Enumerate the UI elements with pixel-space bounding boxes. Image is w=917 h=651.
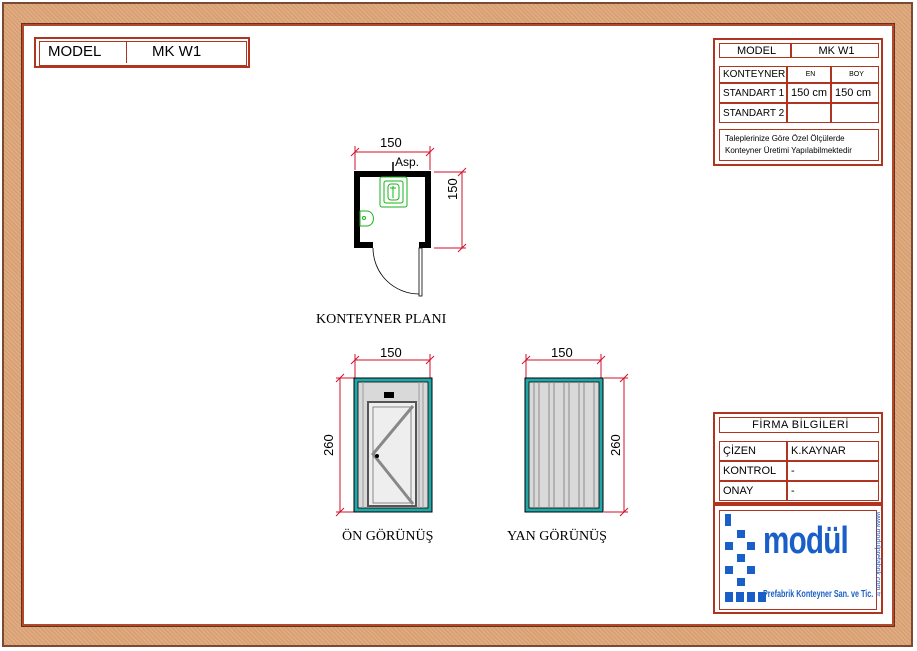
side-caption: YAN GÖRÜNÜŞ — [507, 529, 607, 544]
spec-model-value: MK W1 — [791, 43, 879, 58]
front-width-label: 150 — [380, 345, 402, 360]
plan-door-swing — [372, 247, 420, 295]
model-label: MODEL — [48, 43, 102, 60]
company-logo-block: modül Prefabrik Konteyner San. ve Tic. w… — [713, 504, 883, 614]
spec-header-en: EN — [787, 66, 831, 83]
firma-title: FİRMA BİLGİLERİ — [719, 417, 879, 433]
spec-header-konteyner: KONTEYNER — [719, 66, 787, 83]
model-title-block: MODEL MK W1 — [34, 37, 250, 68]
plan-door-leaf — [418, 247, 423, 297]
side-view — [521, 354, 629, 517]
logo-mark-icon — [725, 514, 766, 602]
side-height-label: 260 — [608, 434, 623, 456]
spec-header-boy: BOY — [831, 66, 879, 83]
firma-cizen-label: ÇİZEN — [719, 441, 787, 461]
plan-walls — [354, 171, 431, 248]
logo-brand-text: modül — [763, 520, 849, 562]
firma-block: FİRMA BİLGİLERİ ÇİZEN K.KAYNAR KONTROL -… — [713, 412, 883, 504]
front-caption: ÖN GÖRÜNÜŞ — [342, 529, 434, 544]
front-view — [335, 354, 435, 517]
front-height-label: 260 — [321, 434, 336, 456]
plan-asp-label: Asp. — [395, 155, 420, 169]
model-value: MK W1 — [152, 43, 202, 60]
spec-row1-label: STANDART 1 — [719, 83, 787, 103]
firma-onay-label: ONAY — [719, 481, 787, 501]
spec-row2-en — [787, 103, 831, 123]
plan-caption: KONTEYNER PLANI — [316, 312, 447, 327]
logo-tagline: Prefabrik Konteyner San. ve Tic. — [763, 589, 874, 600]
firma-kontrol-label: KONTROL — [719, 461, 787, 481]
plan-depth-label: 150 — [445, 178, 460, 200]
washbasin-icon — [359, 210, 374, 227]
firma-onay-value: - — [787, 481, 879, 501]
spec-row1-boy: 150 cm — [831, 83, 879, 103]
spec-row1-en: 150 cm — [787, 83, 831, 103]
plan-width-label: 150 — [380, 135, 402, 150]
front-door-swing-lines — [371, 405, 415, 505]
front-door — [367, 401, 417, 507]
spec-row2-label: STANDART 2 — [719, 103, 787, 123]
plan-view — [350, 146, 467, 297]
firma-cizen-value: K.KAYNAR — [787, 441, 879, 461]
side-width-label: 150 — [551, 345, 573, 360]
firma-kontrol-value: - — [787, 461, 879, 481]
spec-note-line2: Konteyner Üretimi Yapılabilmektedir — [725, 146, 852, 155]
spec-note-line1: Taleplerinize Göre Özel Ölçülerde — [725, 134, 845, 143]
toilet-fixture-icon — [379, 176, 408, 208]
spec-model-label: MODEL — [719, 43, 791, 58]
spec-row2-boy — [831, 103, 879, 123]
spec-table: MODEL MK W1 KONTEYNER EN BOY STANDART 1 … — [713, 38, 883, 166]
